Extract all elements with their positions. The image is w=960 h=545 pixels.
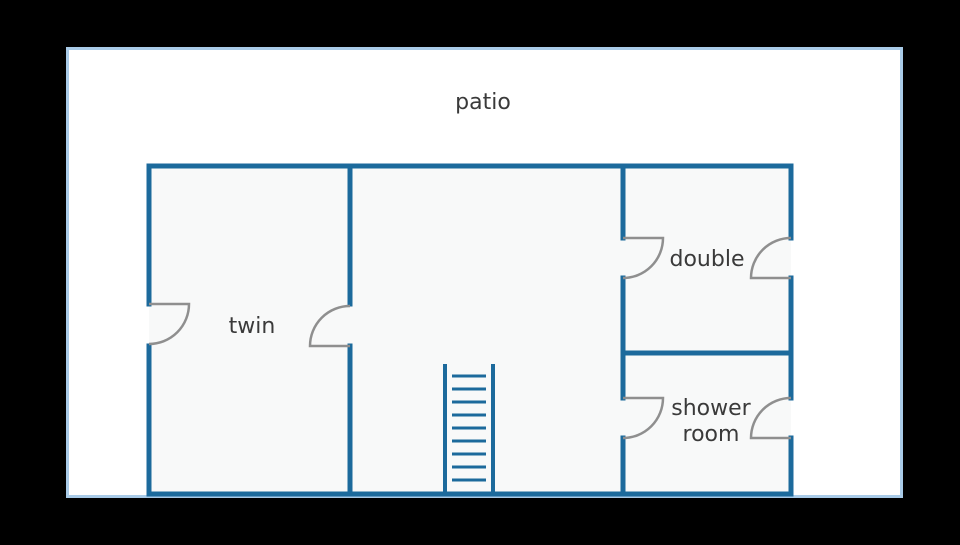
door-shower-outer (749, 396, 792, 440)
door-shower-hall (622, 396, 665, 440)
label-twin: twin (229, 314, 276, 339)
door-double-hall (622, 236, 665, 280)
label-double: double (670, 247, 745, 272)
walls (146, 163, 794, 497)
staircase (443, 364, 495, 494)
label-patio: patio (455, 90, 511, 115)
doors (148, 236, 792, 440)
label-shower-line1: shower (671, 396, 751, 421)
door-twin-outer (148, 302, 191, 346)
label-shower-line2: room (683, 422, 740, 447)
stair-steps (452, 374, 486, 482)
house-floor (149, 166, 791, 494)
door-double-outer (749, 236, 792, 280)
door-twin-inner (308, 304, 351, 348)
